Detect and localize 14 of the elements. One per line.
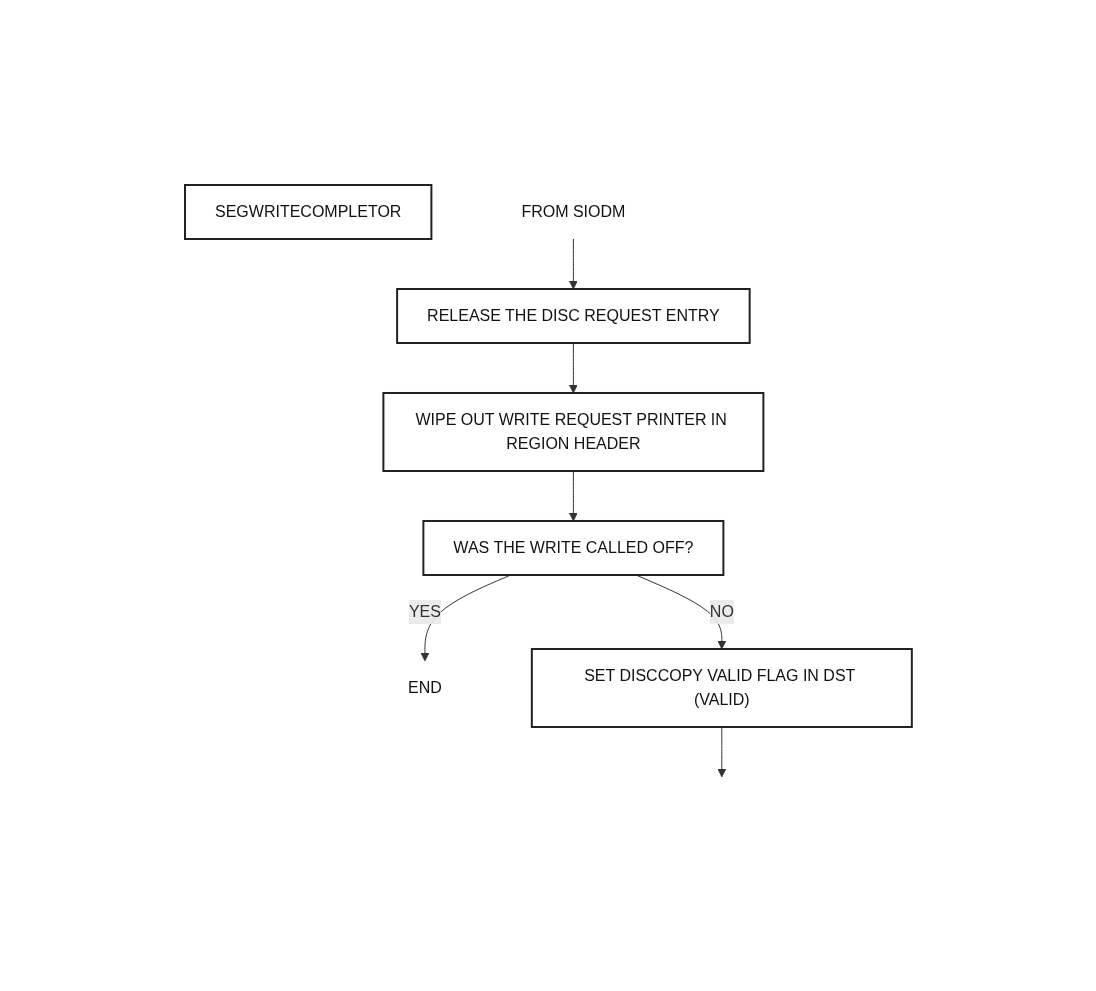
arrow — [568, 470, 578, 521]
arrow — [568, 342, 578, 393]
node-text: FROM SIODM — [520, 202, 625, 220]
edge-label: NO — [709, 602, 734, 620]
node-text: END — [407, 678, 442, 696]
node-box: RELEASE THE DISC REQUEST ENTRY — [395, 287, 751, 344]
node-box: SET DISCCOPY VALID FLAG IN DST (VALID) — [530, 647, 913, 728]
edge-label: YES — [408, 602, 441, 620]
node-box: WAS THE WRITE CALLED OFF? — [421, 519, 724, 576]
arrow — [568, 238, 578, 289]
node-box: SEGWRITECOMPLETOR — [183, 183, 432, 240]
arrow — [635, 574, 726, 649]
arrow — [717, 726, 726, 777]
node-box: WIPE OUT WRITE REQUEST PRINTER IN REGION HEADER — [381, 391, 764, 472]
